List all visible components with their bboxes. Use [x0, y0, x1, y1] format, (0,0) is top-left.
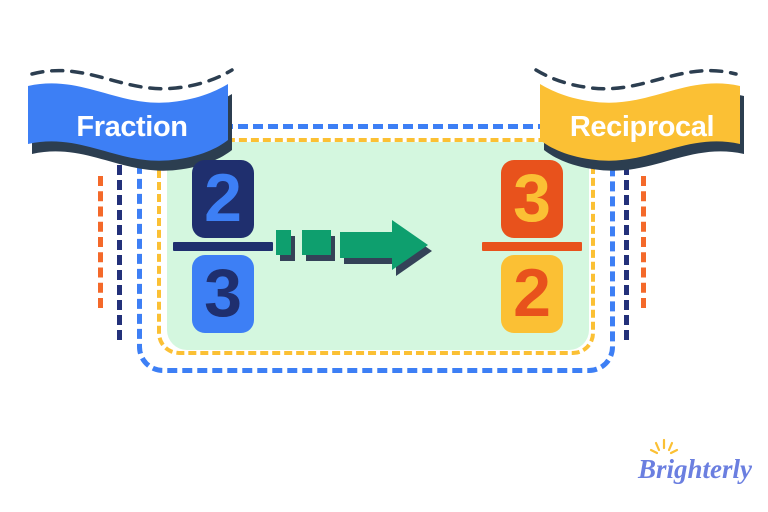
- result-fraction: 3 2: [472, 160, 592, 333]
- brighterly-logo: Brighterly: [636, 438, 754, 486]
- source-fraction: 2 3: [163, 160, 283, 333]
- logo-wordmark: Brighterly: [637, 454, 753, 484]
- source-fraction-bar: [173, 242, 273, 251]
- result-fraction-bar: [482, 242, 582, 251]
- transform-arrow: [276, 220, 436, 284]
- arrow-dash-2: [302, 230, 331, 255]
- result-denominator-tile: 2: [501, 255, 563, 333]
- arrow-dash-1: [276, 230, 291, 255]
- banner-shape-left: [28, 83, 228, 161]
- banner-dashed-arc-left: [30, 68, 234, 91]
- banner-dashed-arc-right: [534, 68, 738, 91]
- reciprocal-banner: Reciprocal: [534, 68, 746, 174]
- result-numerator-tile: 3: [501, 160, 563, 238]
- reciprocal-banner-label: Reciprocal: [569, 111, 715, 143]
- sunburst-icon: [649, 438, 679, 455]
- arrow-head: [340, 220, 428, 270]
- banner-shape-right: [540, 83, 740, 161]
- source-denominator-tile: 3: [192, 255, 254, 333]
- fraction-banner-label: Fraction: [76, 111, 188, 143]
- fraction-banner: Fraction: [22, 68, 234, 174]
- arrow-body: [276, 220, 428, 270]
- source-numerator-tile: 2: [192, 160, 254, 238]
